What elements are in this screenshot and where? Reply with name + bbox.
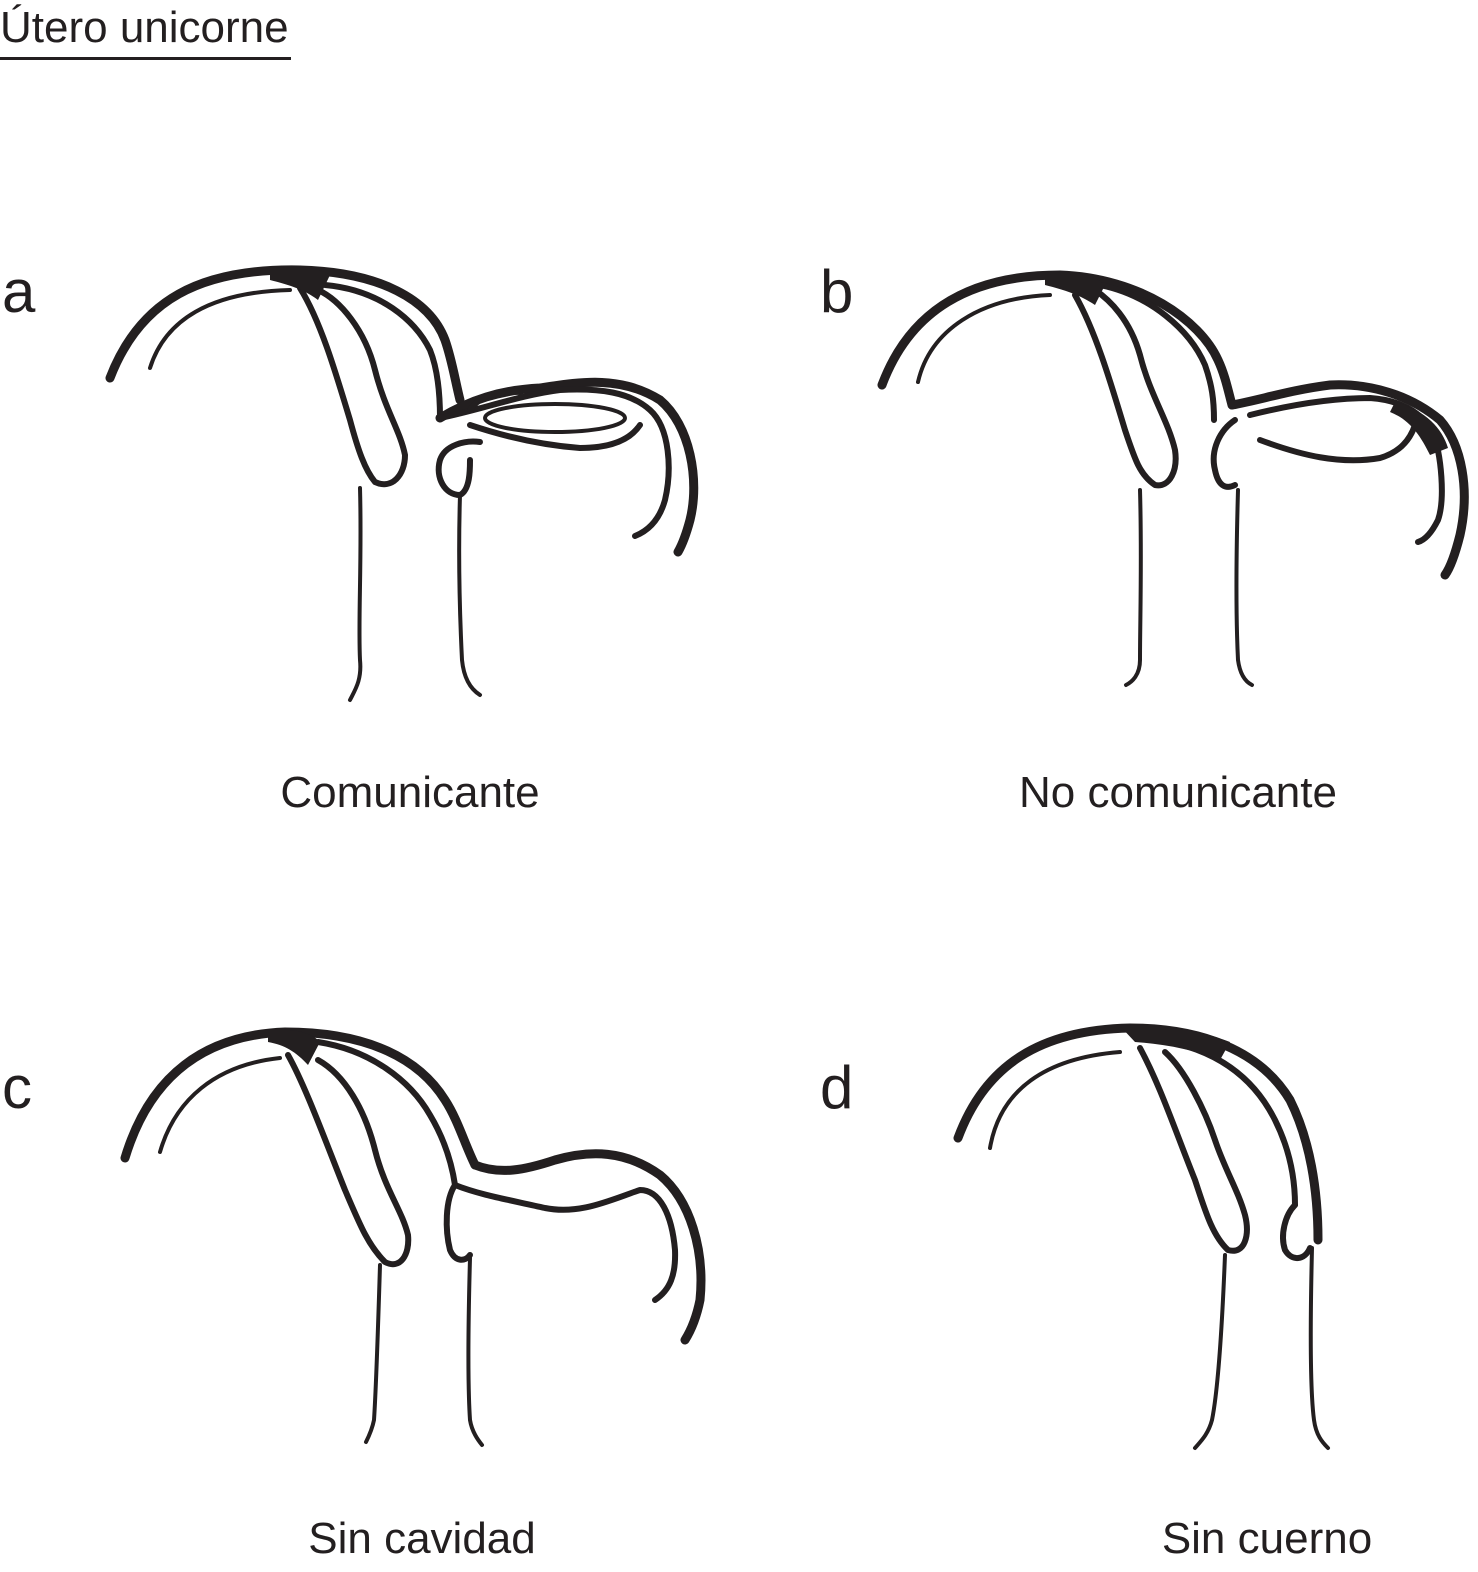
caption-a: Comunicante (110, 768, 710, 818)
caption-b: No comunicante (878, 768, 1478, 818)
caption-d: Sin cuerno (967, 1514, 1478, 1564)
caption-c: Sin cavidad (122, 1514, 722, 1564)
